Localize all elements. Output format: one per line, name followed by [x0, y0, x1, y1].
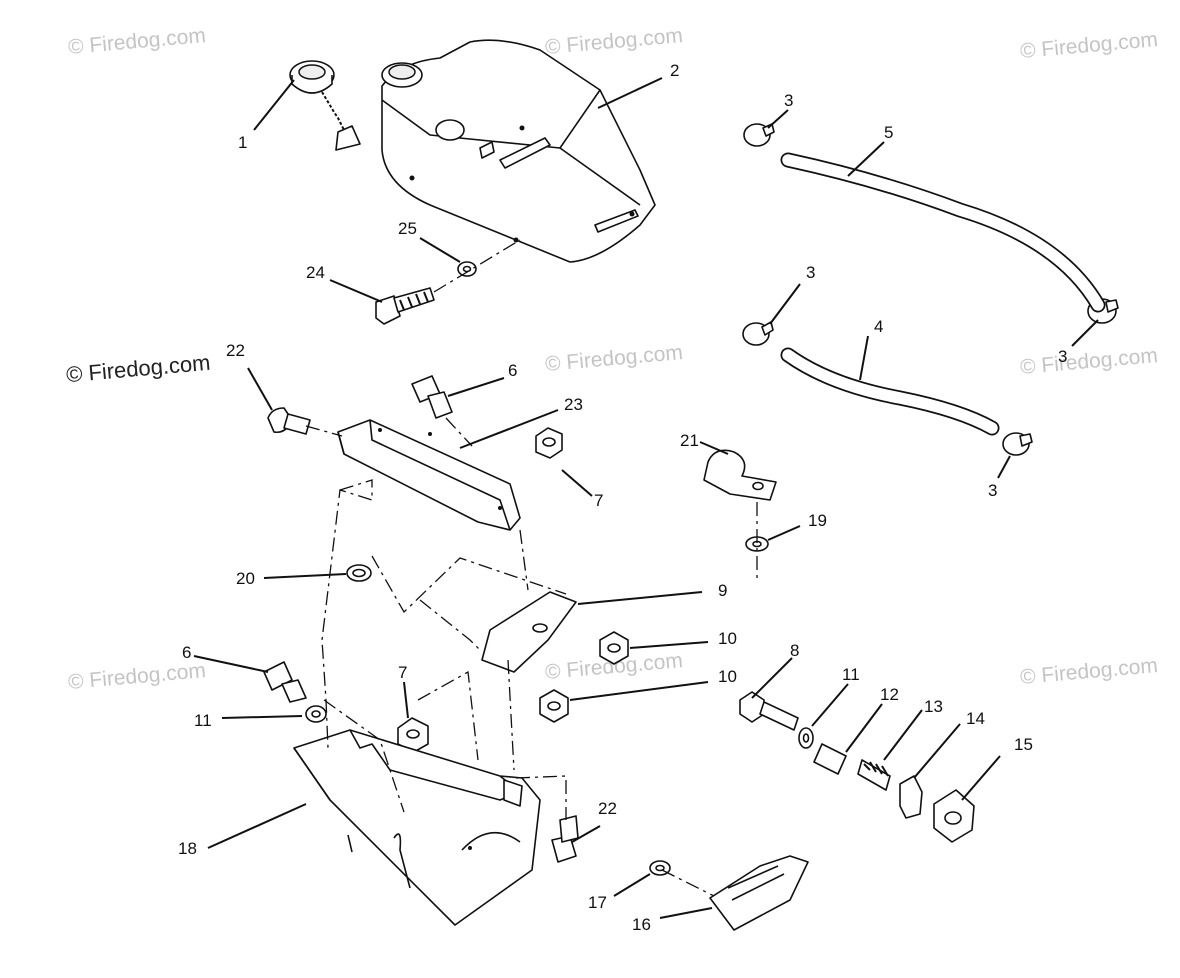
callout-24: 24: [306, 263, 325, 282]
callout-labels: 1 2 3 5 3 4 3 3 25 24 22 6 23 7 21 19 20…: [178, 61, 1067, 934]
screw-part: [375, 287, 435, 325]
pin-part: [813, 743, 847, 775]
fuel-hose-lower-part: [780, 347, 1000, 436]
housing-part: [293, 729, 541, 926]
callout-4: 4: [874, 317, 883, 336]
washer-part: [798, 727, 814, 749]
callout-20: 20: [236, 569, 255, 588]
hose-clamp-part: [1002, 432, 1033, 456]
fuel-tank-part: [381, 39, 656, 263]
callout-22: 22: [598, 799, 617, 818]
callout-6: 6: [508, 361, 517, 380]
washer-part: [305, 705, 327, 723]
hose-clamp-part: [742, 321, 774, 346]
callout-18: 18: [178, 839, 197, 858]
callout-11: 11: [194, 711, 212, 730]
fuel-hose-upper-part: [780, 152, 1106, 313]
callout-25: 25: [398, 219, 417, 238]
nut-part: [599, 631, 629, 665]
bolt-part: [739, 691, 799, 731]
callout-17: 17: [588, 893, 607, 912]
callout-16: 16: [632, 915, 651, 934]
grommet-part: [346, 564, 372, 582]
bolt-part: [263, 661, 307, 703]
callout-13: 13: [924, 697, 943, 716]
assembly-lines: [305, 417, 758, 897]
plate-part: [481, 591, 577, 673]
bracket-part: [337, 419, 521, 531]
quadrant-plate-part: [709, 855, 809, 931]
callout-19: 19: [808, 511, 827, 530]
nut-part: [535, 427, 563, 459]
clamp-bracket-part: [703, 449, 777, 501]
callout-10: 10: [718, 629, 737, 648]
nut-part: [539, 689, 569, 723]
callout-23: 23: [564, 395, 583, 414]
retainer-clip-part: [899, 775, 923, 819]
washer-part: [457, 261, 477, 277]
callout-5: 5: [884, 123, 893, 142]
callout-3: 3: [988, 481, 997, 500]
callout-7: 7: [398, 663, 407, 682]
hose-clamp-part: [743, 123, 775, 147]
spring-part: [857, 759, 891, 791]
callout-1: 1: [238, 133, 247, 152]
callout-3: 3: [806, 263, 815, 282]
callout-2: 2: [670, 61, 679, 80]
callout-14: 14: [966, 709, 985, 728]
assembly-line: [433, 239, 521, 293]
knob-part: [933, 789, 975, 843]
bolt-part: [411, 375, 453, 419]
leader-lines: [193, 77, 1099, 919]
callout-21: 21: [680, 431, 699, 450]
callout-9: 9: [718, 581, 727, 600]
callout-7: 7: [594, 491, 603, 510]
callout-12: 12: [880, 685, 899, 704]
callout-10: 10: [718, 667, 737, 686]
callout-11: 11: [842, 665, 860, 684]
callout-15: 15: [1014, 735, 1033, 754]
callout-3: 3: [784, 91, 793, 110]
bolt-part: [551, 815, 579, 863]
callout-6: 6: [182, 643, 191, 662]
callout-8: 8: [790, 641, 799, 660]
callout-22: 22: [226, 341, 245, 360]
fuel-cap-part: [289, 60, 361, 151]
bolt-part: [267, 407, 311, 435]
callout-3: 3: [1058, 347, 1067, 366]
